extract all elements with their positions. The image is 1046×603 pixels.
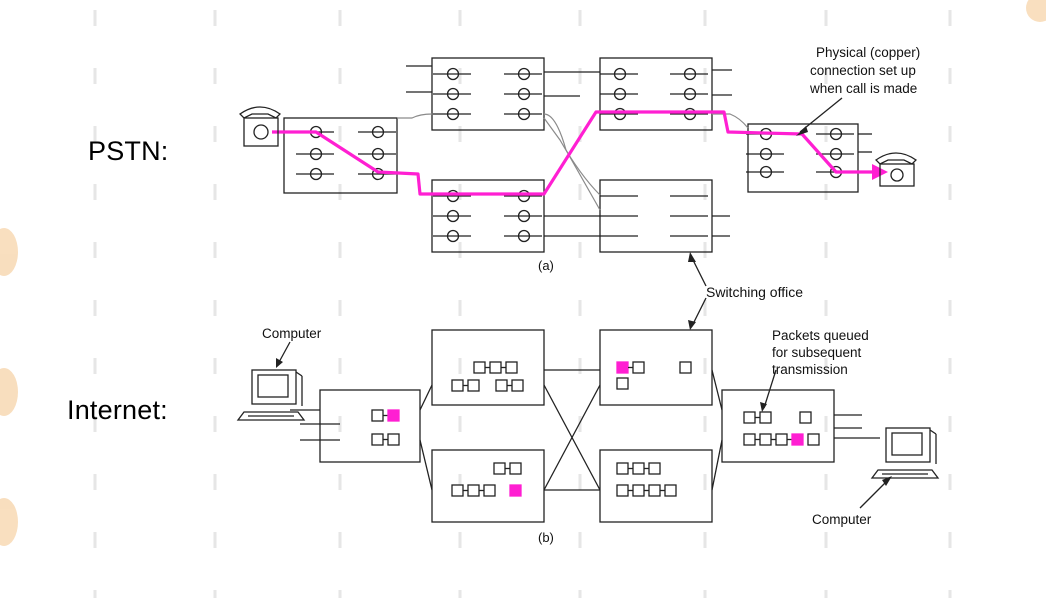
packet-icon	[648, 462, 661, 475]
packet-icon	[509, 462, 522, 475]
packet-icon	[387, 409, 400, 422]
router-box-bottom-2	[599, 449, 713, 523]
internet-label: Internet:	[67, 395, 168, 425]
packet-icon	[473, 361, 486, 374]
packets-note-3: transmission	[772, 362, 848, 377]
switch-box-pstn-top-1	[431, 57, 545, 131]
packet-icon	[451, 379, 464, 392]
side-decorations	[0, 0, 1046, 546]
computer-icon	[870, 427, 940, 479]
leader-physical	[799, 97, 843, 133]
network-links	[290, 369, 880, 491]
router-box-left	[319, 389, 421, 463]
packet-icon	[509, 484, 522, 497]
packets-note-2: for subsequent	[772, 345, 862, 360]
switch-box-pstn-right	[747, 123, 859, 193]
packet-icon	[467, 379, 480, 392]
router-box-top-2	[599, 329, 713, 406]
packet-icon	[632, 361, 645, 374]
packet-icon	[616, 377, 629, 390]
packet-icon	[664, 484, 677, 497]
packet-icon	[489, 361, 502, 374]
packet-icon	[807, 433, 820, 446]
switching-office-label: Switching office	[706, 284, 803, 300]
packet-icon	[371, 433, 384, 446]
internet-diagram	[236, 329, 940, 523]
caption-b: (b)	[538, 530, 554, 545]
pstn-diagram	[238, 57, 918, 330]
trunk-lines	[406, 65, 872, 237]
packet-icon	[743, 411, 756, 424]
packet-icon	[775, 433, 788, 446]
leader-switching-down	[691, 297, 707, 327]
leader-packets	[763, 369, 777, 409]
packet-icon	[493, 462, 506, 475]
packet-icon	[616, 484, 629, 497]
physical-connection-note-2: connection set up	[810, 63, 916, 78]
router-box-top-1	[431, 329, 545, 406]
circuit-path	[272, 110, 876, 196]
packet-icon	[451, 484, 464, 497]
switch-box-pstn-left	[283, 117, 398, 194]
packet-icon	[743, 433, 756, 446]
packet-icon	[505, 361, 518, 374]
packet-icon	[759, 411, 772, 424]
leader-switching-up	[691, 257, 707, 287]
physical-connection-note-1: Physical (copper)	[816, 45, 920, 60]
packet-icon	[371, 409, 384, 422]
computer-left-label: Computer	[262, 326, 322, 341]
leader-computer-right	[859, 479, 889, 509]
packet-icon	[759, 433, 772, 446]
packet-icon	[467, 484, 480, 497]
caption-a: (a)	[538, 258, 554, 273]
packet-icon	[679, 361, 692, 374]
packet-icon	[632, 462, 645, 475]
packet-icon	[648, 484, 661, 497]
packet-icon	[632, 484, 645, 497]
packet-icon	[616, 361, 629, 374]
packet-icon	[495, 379, 508, 392]
packet-icon	[791, 433, 804, 446]
packet-icon	[511, 379, 524, 392]
physical-connection-note-3: when call is made	[809, 81, 917, 96]
pstn-label: PSTN:	[88, 136, 169, 166]
packets-note-1: Packets queued	[772, 328, 869, 343]
telephone-icon	[874, 152, 918, 187]
packet-icon	[799, 411, 812, 424]
packet-icon	[483, 484, 496, 497]
telephone-icon	[238, 106, 282, 147]
packet-icon	[616, 462, 629, 475]
computer-icon	[236, 369, 306, 421]
computer-right-label: Computer	[812, 512, 872, 527]
circuit-wiring	[397, 113, 749, 211]
packet-icon	[387, 433, 400, 446]
packet-queues	[371, 361, 820, 497]
router-box-bottom-1	[431, 449, 545, 523]
router-box-right	[721, 389, 835, 463]
